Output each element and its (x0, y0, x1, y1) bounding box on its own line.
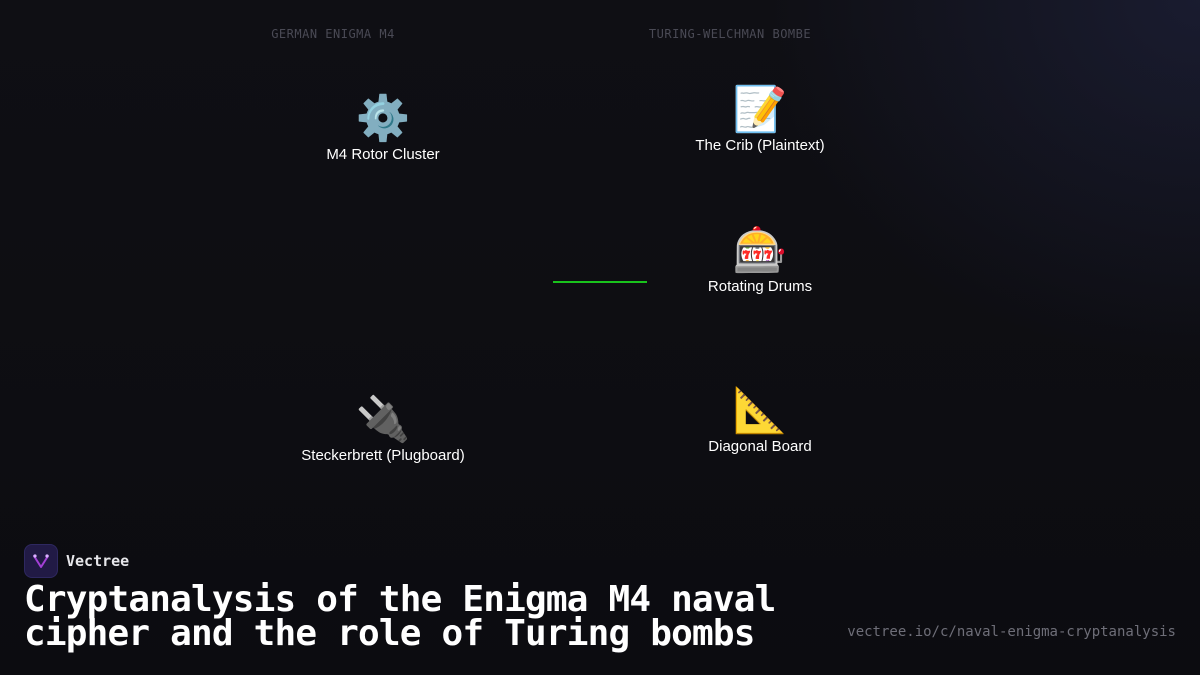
page-title: Cryptanalysis of the Enigma M4 naval cip… (24, 579, 776, 654)
connector-line (553, 281, 647, 283)
brand[interactable]: Vectree (24, 544, 129, 578)
node-diagonal-board[interactable]: 📐 Diagonal Board (630, 385, 890, 456)
gear-icon: ⚙️ (355, 93, 411, 144)
node-label: The Crib (Plaintext) (695, 137, 825, 154)
source-url[interactable]: vectree.io/c/naval-enigma-cryptanalysis (847, 624, 1176, 640)
column-header-bombe: TURING-WELCHMAN BOMBE (648, 27, 812, 41)
slot-machine-icon: 🎰 (732, 225, 788, 276)
plug-icon: 🔌 (355, 394, 411, 445)
node-label: Steckerbrett (Plugboard) (301, 447, 465, 464)
node-label: Diagonal Board (708, 438, 812, 455)
column-header-enigma: GERMAN ENIGMA M4 (271, 27, 395, 41)
node-crib[interactable]: 📝 The Crib (Plaintext) (630, 84, 890, 155)
node-plugboard[interactable]: 🔌 Steckerbrett (Plugboard) (253, 394, 513, 465)
vectree-logo-icon (24, 544, 58, 578)
node-rotating-drums[interactable]: 🎰 Rotating Drums (630, 225, 890, 296)
brand-name: Vectree (66, 552, 130, 570)
triangular-ruler-icon: 📐 (732, 385, 788, 436)
memo-icon: 📝 (732, 84, 788, 135)
node-rotor-cluster[interactable]: ⚙️ M4 Rotor Cluster (253, 93, 513, 164)
node-label: Rotating Drums (707, 278, 813, 295)
node-label: M4 Rotor Cluster (326, 146, 440, 163)
